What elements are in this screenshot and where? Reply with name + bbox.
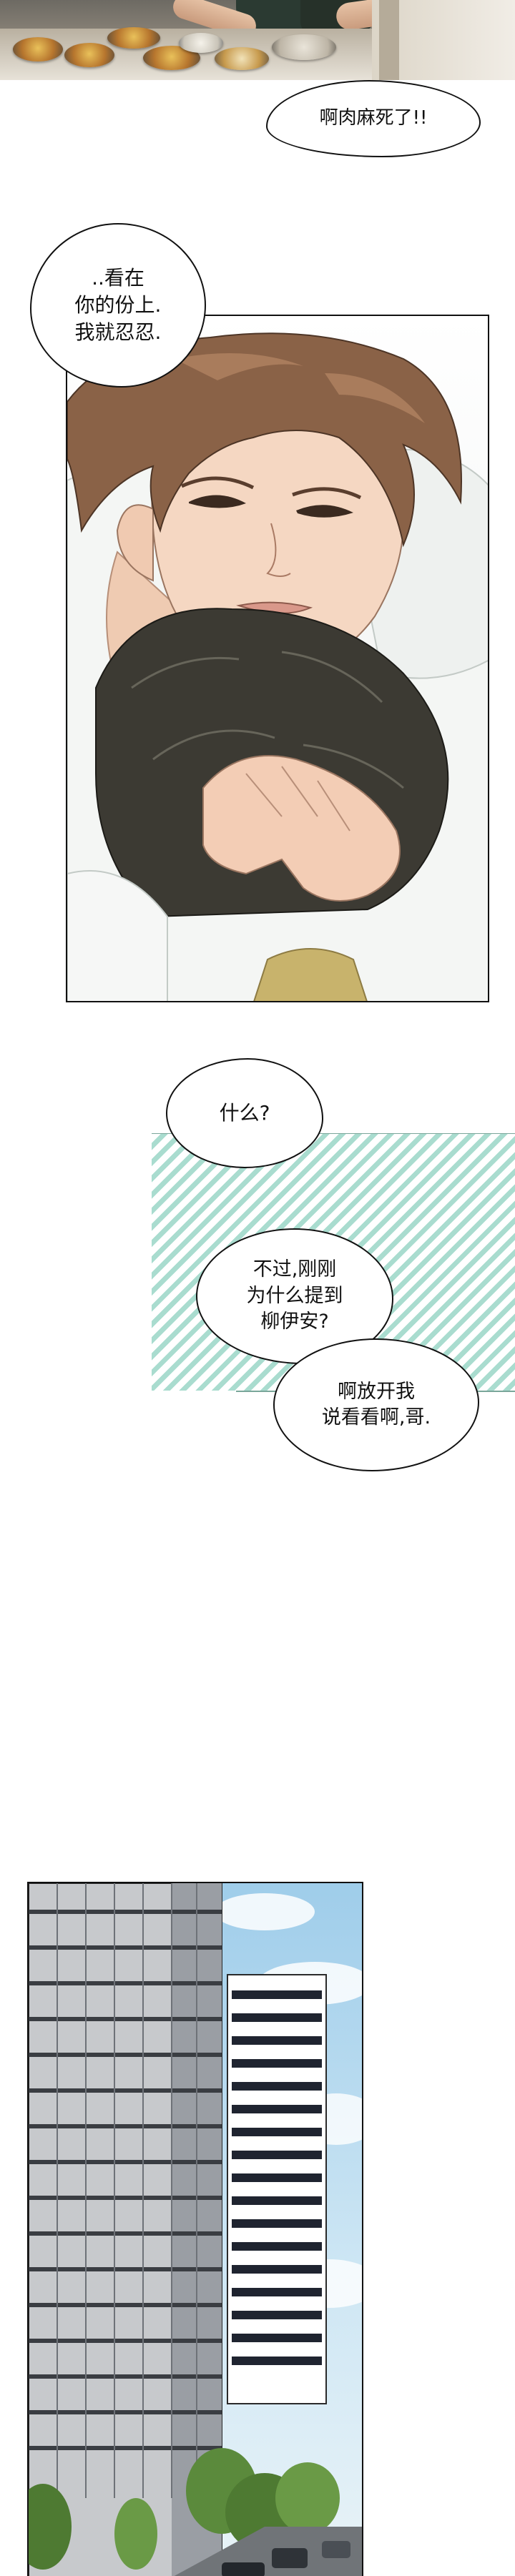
hug-illustration [67,332,488,1001]
speech-bubble-numb: 啊肉麻死了!! [266,80,481,157]
speech-bubble-bear: ..看在 你的份上. 我就忍忍. [30,223,206,388]
panel-dinner-scene [0,0,515,80]
bubble-text-bear: ..看在 你的份上. 我就忍忍. [74,266,162,344]
bubble-text-what: 什么? [219,1101,270,1125]
food-dish [64,43,114,67]
food-dish [272,34,336,60]
bubble-text-why: 不过,刚刚 为什么提到 柳伊安? [246,1258,343,1333]
speech-bubble-what: 什么? [166,1058,323,1168]
food-dish [107,27,160,49]
bubble-text-numb: 啊肉麻死了!! [319,107,428,129]
wall-shadow [379,0,399,80]
food-dish [13,37,63,61]
city-illustration [29,1883,362,2576]
panel-city-scene [27,1882,363,2576]
panel-hug-scene [66,315,489,1002]
food-dish [215,47,269,70]
bubble-text-letgo: 啊放开我 说看看啊,哥. [321,1380,431,1428]
food-dish [179,33,223,53]
speech-bubble-letgo: 啊放开我 说看看啊,哥. [273,1338,479,1471]
